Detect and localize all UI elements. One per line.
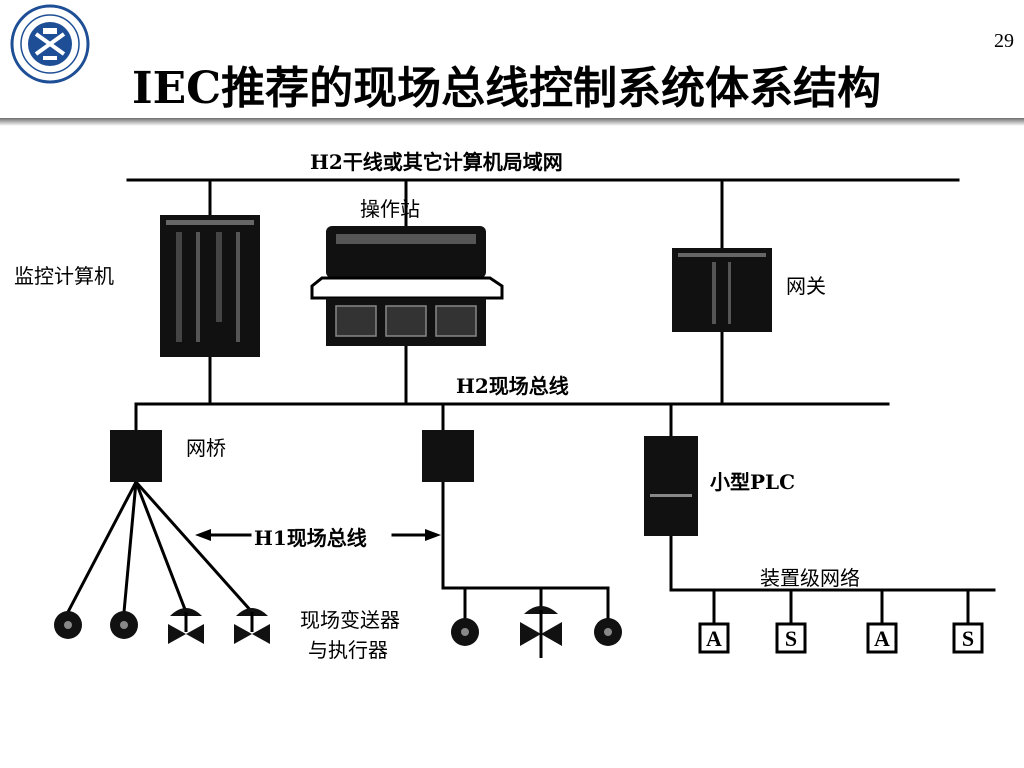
s-device-letter: S (785, 626, 797, 651)
a-device-box: A (698, 622, 730, 654)
h2-fieldbus-label: H2现场总线 (456, 374, 569, 398)
page-number: 29 (994, 30, 1014, 52)
gateway-label: 网关 (786, 274, 826, 298)
gateway-icon (672, 248, 772, 332)
small-plc-icon (644, 436, 698, 536)
valve-actuator-icon (168, 608, 204, 644)
valve-actuator-icon (234, 608, 270, 644)
arrowhead-left (195, 529, 211, 541)
small-plc-label: 小型PLC (710, 470, 796, 494)
bridge-label: 网桥 (186, 436, 226, 460)
title-divider (0, 118, 1024, 126)
transmitter-label-line2: 与执行器 (308, 638, 388, 662)
a-device-box: A (866, 622, 898, 654)
circle-sensor-icon (451, 618, 479, 646)
monitor-computer-icon (160, 215, 260, 357)
h1-fieldbus-label: H1现场总线 (254, 526, 367, 550)
monitor-computer-label: 监控计算机 (14, 264, 114, 288)
arrowhead-right (425, 529, 441, 541)
fan-line (65, 479, 139, 615)
circle-sensor-icon (54, 611, 82, 639)
operator-station-label: 操作站 (360, 197, 420, 221)
circle-sensor-icon (110, 611, 138, 639)
fan-line (133, 479, 255, 615)
device-network-label: 装置级网络 (760, 566, 860, 590)
h2-backbone-label: H2干线或其它计算机局域网 (310, 150, 563, 174)
operator-station-icon (310, 226, 504, 346)
circle-sensor-icon (594, 618, 622, 646)
a-device-letter: A (706, 626, 722, 651)
valve-actuator-icon (520, 606, 562, 658)
s-device-box: S (952, 622, 984, 654)
s-device-letter: S (962, 626, 974, 651)
transmitter-label-line1: 现场变送器 (300, 608, 400, 632)
a-device-letter: A (874, 626, 890, 651)
bridge-icon (422, 430, 474, 482)
s-device-box: S (775, 622, 807, 654)
page-title: IEC推荐的现场总线控制系统体系结构 (132, 63, 882, 114)
fan-line (122, 480, 138, 614)
bridge-icon (110, 430, 162, 482)
fan-line (134, 480, 188, 614)
university-seal-icon (10, 4, 90, 84)
